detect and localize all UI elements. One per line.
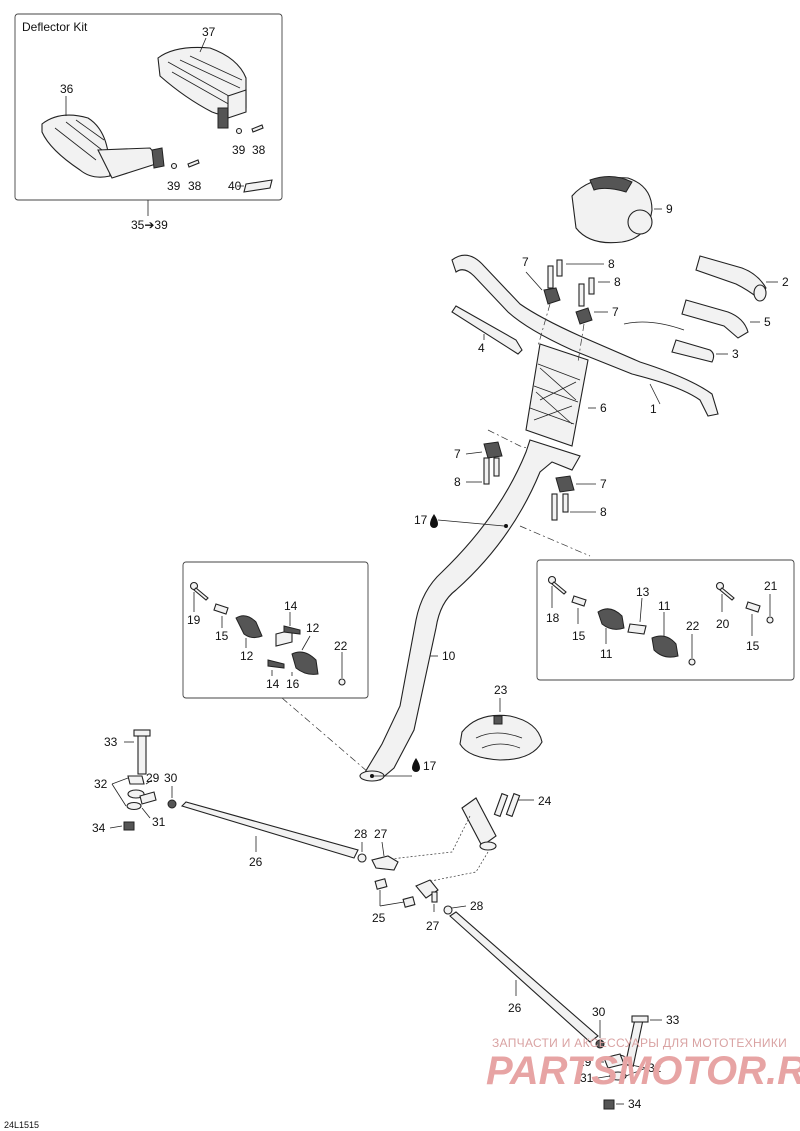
callout-15: 15 bbox=[572, 629, 586, 643]
clamp-part bbox=[483, 441, 503, 459]
callout-6: 6 bbox=[600, 401, 607, 415]
callout-14: 14 bbox=[266, 677, 280, 691]
kit-title: Deflector Kit bbox=[22, 20, 88, 34]
callout-26: 26 bbox=[508, 1001, 522, 1015]
watermark-tagline: ЗАПЧАСТИ И АКСЕССУАРЫ ДЛЯ МОТОТЕХНИКИ bbox=[492, 1036, 787, 1050]
callout-33: 33 bbox=[104, 735, 118, 749]
drawing-reference: 24L1515 bbox=[4, 1120, 39, 1130]
callout-30: 30 bbox=[592, 1005, 606, 1019]
clamp-part bbox=[543, 287, 561, 305]
callout-3: 3 bbox=[732, 347, 739, 361]
callout-31: 31 bbox=[152, 815, 166, 829]
right-detail-panel bbox=[536, 559, 795, 681]
callout-15: 15 bbox=[215, 629, 229, 643]
callout-39: 39 bbox=[232, 143, 246, 157]
handlebar-cover-part bbox=[571, 176, 653, 244]
callout-12: 12 bbox=[306, 621, 320, 635]
callout-8: 8 bbox=[600, 505, 607, 519]
clamp-part bbox=[555, 475, 575, 493]
callout-12: 12 bbox=[240, 649, 254, 663]
grease-drop-icon bbox=[412, 758, 420, 772]
callout-1: 1 bbox=[650, 402, 657, 416]
callout-33: 33 bbox=[666, 1013, 680, 1027]
callout-8: 8 bbox=[608, 257, 615, 271]
heated-grip-part bbox=[681, 299, 749, 339]
callout-29: 29 bbox=[146, 771, 160, 785]
callout-4: 4 bbox=[478, 341, 485, 355]
support-plate-part bbox=[459, 714, 543, 761]
callout-8: 8 bbox=[454, 475, 461, 489]
callout-30: 30 bbox=[164, 771, 178, 785]
callout-38: 38 bbox=[252, 143, 266, 157]
steering-column-part bbox=[363, 439, 581, 781]
callout-36: 36 bbox=[60, 82, 74, 96]
callout-17: 17 bbox=[414, 513, 428, 527]
grip-insert-part bbox=[671, 339, 715, 363]
callout-11: 11 bbox=[600, 647, 613, 661]
callout-5: 5 bbox=[764, 315, 771, 329]
callout-23: 23 bbox=[494, 683, 508, 697]
watermark-logo: PARTSMOTOR.RU bbox=[486, 1049, 800, 1093]
callout-2: 2 bbox=[782, 275, 789, 289]
callout-9: 9 bbox=[666, 202, 673, 216]
callout-17: 17 bbox=[423, 759, 437, 773]
callout-11: 11 bbox=[658, 599, 671, 613]
callout-38: 38 bbox=[188, 179, 202, 193]
handlebar-part bbox=[451, 254, 719, 417]
callout-16: 16 bbox=[286, 677, 300, 691]
callout-34: 34 bbox=[628, 1097, 642, 1111]
rod-part bbox=[451, 305, 523, 355]
callout-27: 27 bbox=[374, 827, 388, 841]
grease-drop-icon bbox=[430, 514, 438, 528]
tie-rod-part bbox=[180, 801, 359, 859]
callout-7: 7 bbox=[612, 305, 619, 319]
clamp-part bbox=[575, 307, 593, 325]
callout-7: 7 bbox=[454, 447, 461, 461]
deflector-kit-panel: Deflector Kit 37 36 39 38 39 38 40 bbox=[14, 13, 283, 201]
callout-31: 31 bbox=[580, 1071, 594, 1085]
riser-block-part bbox=[525, 343, 589, 447]
callout-18: 18 bbox=[546, 611, 560, 625]
kit-range-label: 35➔39 bbox=[131, 218, 168, 232]
callout-8: 8 bbox=[614, 275, 621, 289]
callout-13: 13 bbox=[636, 585, 650, 599]
deflector-right-part bbox=[157, 46, 247, 129]
callout-28: 28 bbox=[470, 899, 484, 913]
callout-32: 32 bbox=[94, 777, 108, 791]
callout-29: 29 bbox=[578, 1055, 592, 1069]
callout-14: 14 bbox=[284, 599, 298, 613]
callout-19: 19 bbox=[187, 613, 201, 627]
callout-37: 37 bbox=[202, 25, 216, 39]
callout-22: 22 bbox=[334, 639, 348, 653]
deflector-left-part bbox=[41, 114, 165, 179]
callout-25: 25 bbox=[372, 911, 386, 925]
callout-15: 15 bbox=[746, 639, 760, 653]
callout-7: 7 bbox=[600, 477, 607, 491]
callout-26: 26 bbox=[249, 855, 263, 869]
callout-40: 40 bbox=[228, 179, 242, 193]
tie-rod-part bbox=[449, 911, 599, 1043]
callout-7: 7 bbox=[522, 255, 529, 269]
column-bracket-part bbox=[461, 792, 521, 851]
callout-24: 24 bbox=[538, 794, 552, 808]
callout-28: 28 bbox=[354, 827, 368, 841]
callout-21: 21 bbox=[764, 579, 778, 593]
callout-39: 39 bbox=[167, 179, 181, 193]
callout-22: 22 bbox=[686, 619, 700, 633]
callout-32: 32 bbox=[648, 1061, 662, 1075]
left-detail-panel bbox=[182, 561, 369, 699]
callout-20: 20 bbox=[716, 617, 730, 631]
callout-10: 10 bbox=[442, 649, 456, 663]
callout-27: 27 bbox=[426, 919, 440, 933]
callout-34: 34 bbox=[92, 821, 106, 835]
